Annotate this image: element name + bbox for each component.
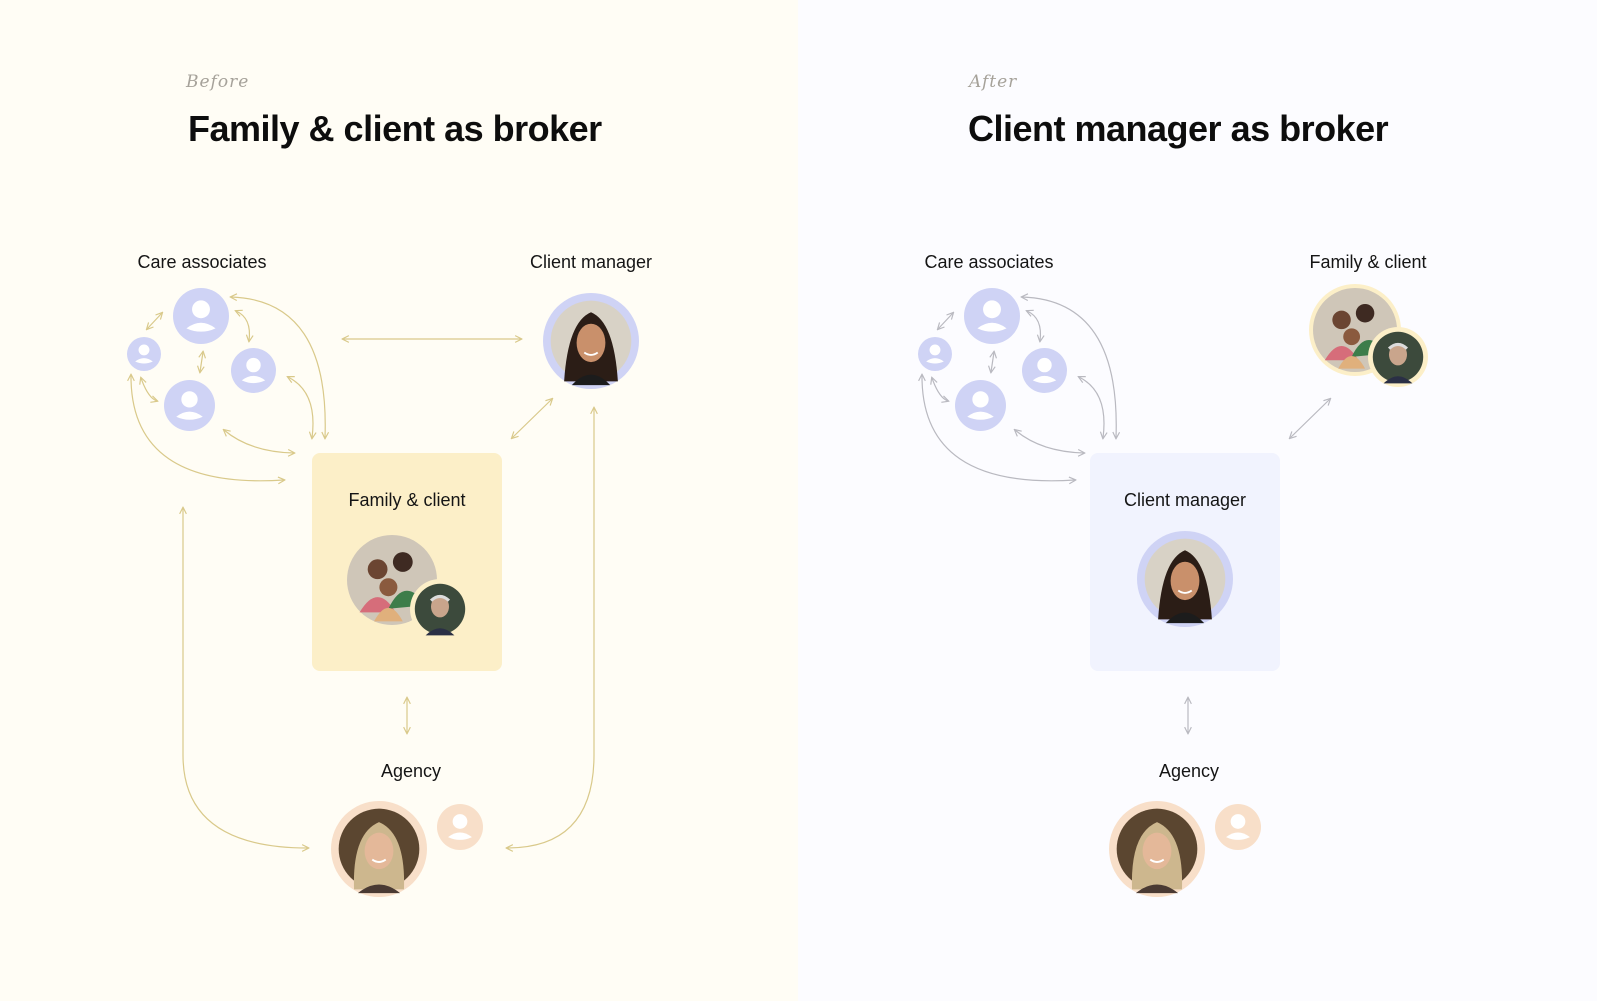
arrow-care-outer-1 (1022, 297, 1116, 438)
after-client-manager-avatar (1137, 531, 1233, 627)
agency-person-avatar (1109, 801, 1205, 897)
arrow-card-to-family (1290, 399, 1330, 438)
care-associate-avatar-icon (964, 288, 1020, 344)
before-client-manager-avatar (543, 293, 639, 389)
arrow-care-outer-1 (231, 297, 325, 438)
after-title: Client manager as broker (968, 108, 1389, 149)
care-associate-avatar-icon (127, 337, 161, 371)
arrow-care-inner-2 (1027, 311, 1040, 341)
care-associate-avatar-icon (918, 337, 952, 371)
before-family-client-avatars (347, 535, 470, 639)
arrow-care-inner-3 (200, 352, 203, 372)
after-card-label: Client manager (1123, 490, 1247, 510)
before-agency-avatars (331, 801, 483, 897)
before-title: Family & client as broker (188, 108, 602, 149)
care-associate-avatar-icon (231, 348, 276, 393)
before-label-agency: Agency (380, 761, 442, 781)
arrow-care-inner-3 (991, 352, 994, 372)
arrow-care-inner-1 (147, 313, 162, 329)
arrow-care-outer-2 (1079, 377, 1104, 438)
client-avatar (1368, 327, 1428, 387)
arrow-care-outer-3 (1015, 430, 1084, 453)
arrow-manager-to-agency (507, 408, 594, 848)
after-label-agency: Agency (1158, 761, 1220, 781)
care-associate-avatar-icon (164, 380, 215, 431)
after-label-family-client: Family & client (1309, 252, 1427, 272)
arrow-care-outer-4 (922, 375, 1075, 481)
after-agency-avatars (1109, 801, 1261, 897)
arrow-care-inner-2 (236, 311, 249, 341)
arrow-care-inner-4 (141, 378, 157, 401)
after-family-client-avatars (1309, 284, 1428, 387)
arrow-care-outer-2 (288, 377, 313, 438)
care-associate-avatar-icon (173, 288, 229, 344)
arrow-care-inner-1 (938, 313, 953, 329)
before-tag: Before (186, 72, 250, 92)
before-label-care-associates: Care associates (137, 252, 267, 272)
after-arrows (922, 297, 1330, 733)
arrow-care-inner-4 (932, 378, 948, 401)
arrow-care-to-agency (183, 508, 308, 848)
agency-secondary-avatar-icon (1215, 804, 1261, 850)
before-label-client-manager: Client manager (529, 252, 653, 272)
care-associate-avatar-icon (1022, 348, 1067, 393)
arrow-care-outer-3 (224, 430, 294, 453)
arrow-care-outer-4 (131, 375, 284, 481)
after-tag: After (969, 72, 1018, 92)
before-card-label: Family & client (348, 490, 466, 510)
agency-secondary-avatar-icon (437, 804, 483, 850)
care-associate-avatar-icon (955, 380, 1006, 431)
arrow-card-to-manager (512, 399, 552, 438)
agency-person-avatar (331, 801, 427, 897)
client-avatar (410, 579, 470, 639)
after-label-care-associates: Care associates (924, 252, 1054, 272)
before-arrows (131, 297, 594, 848)
